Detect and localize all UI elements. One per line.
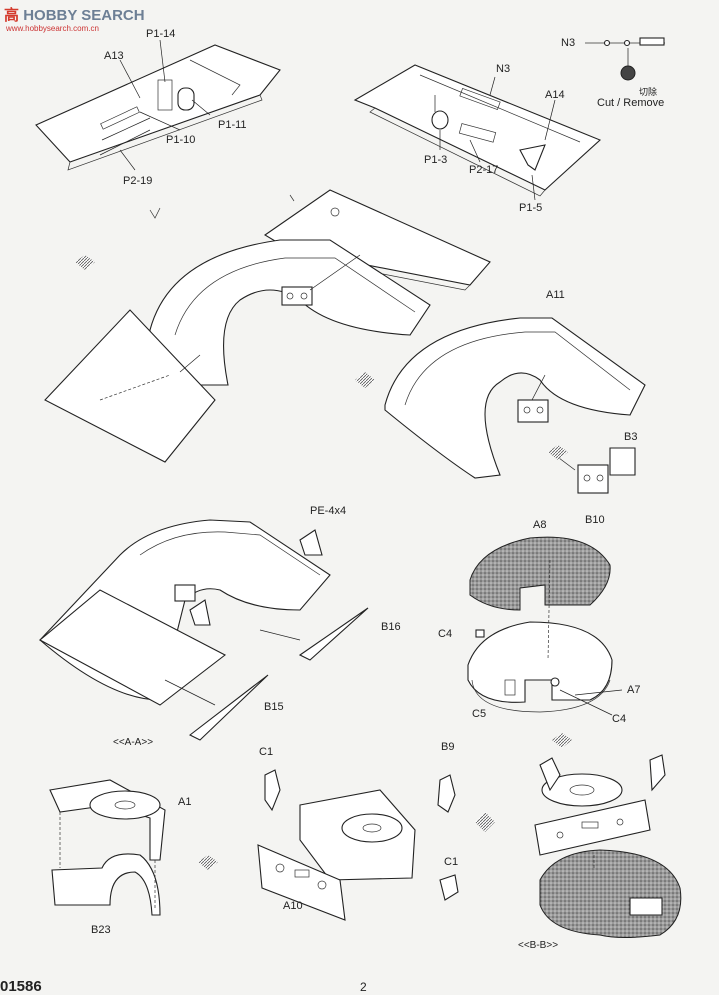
step-arrows <box>75 255 572 870</box>
watermark-logo: 高 HOBBY SEARCH <box>4 7 145 24</box>
part-label-p2-17: P2-17 <box>469 164 499 176</box>
part-label-b3: B3 <box>624 431 638 443</box>
turret-shell-exploded <box>44 189 491 463</box>
part-label-p1-11: P1-11 <box>218 119 247 131</box>
part-label-b16: B16 <box>381 621 401 633</box>
part-label-b9: B9 <box>441 741 455 753</box>
part-label-n3: N3 <box>496 63 511 75</box>
a1-b23-assembly <box>49 779 166 916</box>
turret-bb-assembly <box>534 754 682 938</box>
part-label-c5: C5 <box>472 708 487 720</box>
part-label-c1-bottom: C1 <box>444 856 459 868</box>
a10-assembly <box>257 769 459 921</box>
cut-note-cn: 切除 <box>639 87 658 97</box>
part-label-p1-5: P1-5 <box>519 202 543 214</box>
part-label-p1-3: P1-3 <box>424 154 448 166</box>
watermark-url: www.hobbysearch.com.cn <box>6 24 99 33</box>
cut-note-en: Cut / Remove <box>597 97 665 109</box>
part-label-b23: B23 <box>91 924 111 936</box>
part-label-p1-10: P1-10 <box>166 134 196 146</box>
section-label-aa: <<A-A>> <box>113 737 154 748</box>
part-label-a13: A13 <box>104 50 124 62</box>
a14-panel-assembly <box>353 64 602 201</box>
part-label-a10: A10 <box>283 900 303 912</box>
part-label-b15: B15 <box>264 701 284 713</box>
arrow-mark <box>289 194 295 202</box>
a11-ring-assembly <box>384 317 646 494</box>
section-label-bb: <<B-B>> <box>518 940 559 951</box>
page-code: 01586 <box>0 978 42 995</box>
part-label-p2-19: P2-19 <box>123 175 153 187</box>
part-label-a1: A1 <box>178 796 192 808</box>
part-label-b10: B10 <box>585 514 605 526</box>
a13-panel-assembly <box>35 39 281 219</box>
part-label-c4-top: C4 <box>438 628 453 640</box>
turret-aa-assembly <box>39 519 369 741</box>
n3-cut-detail <box>585 37 665 81</box>
part-label-pe-4x4: PE-4x4 <box>310 505 347 517</box>
part-label-c1-top: C1 <box>259 746 274 758</box>
part-label-a8: A8 <box>533 519 547 531</box>
part-label-a7: A7 <box>627 684 641 696</box>
part-label-c4-bottom: C4 <box>612 713 627 725</box>
part-label-a14: A14 <box>545 89 565 101</box>
a8-a7-assembly <box>467 536 623 716</box>
part-label-n3-top: N3 <box>561 37 576 49</box>
part-label-p1-14: P1-14 <box>146 28 176 40</box>
page-number: 2 <box>360 980 367 994</box>
part-label-a11: A11 <box>546 289 565 301</box>
